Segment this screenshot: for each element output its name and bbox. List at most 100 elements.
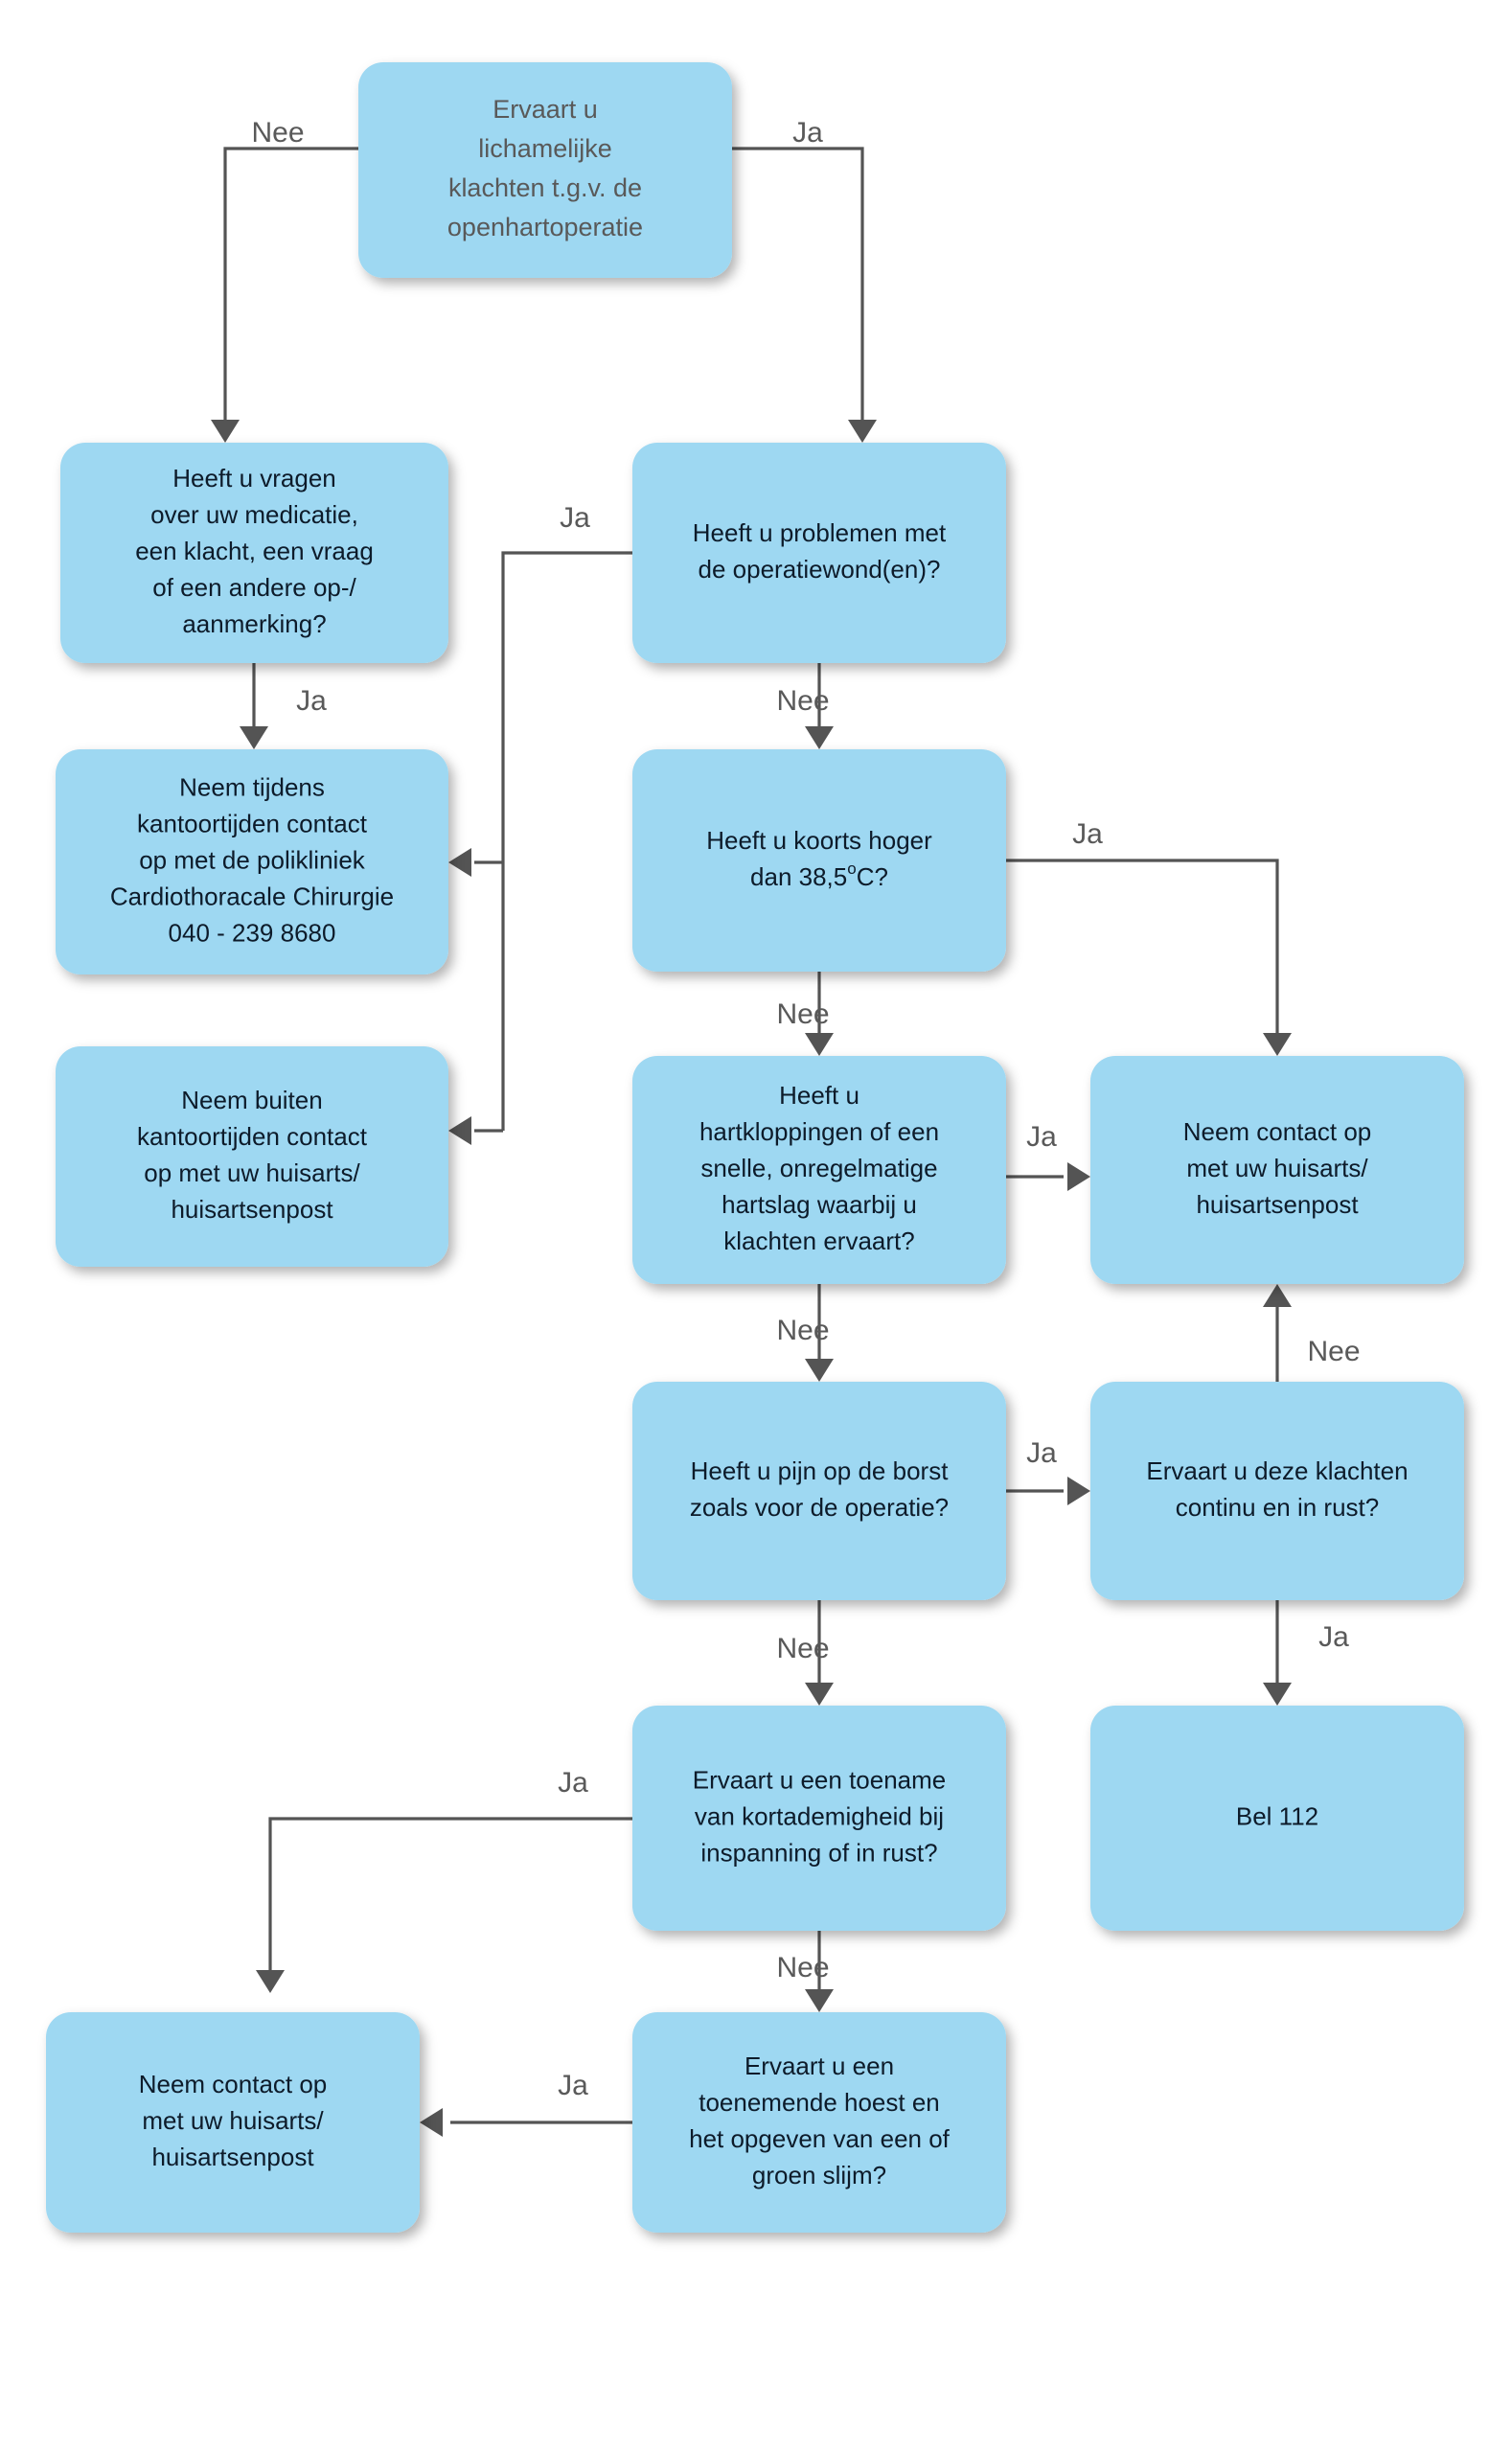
edge-label-continu-ja: Ja (1318, 1621, 1349, 1653)
node-label-line: Neem tijdens (179, 772, 325, 801)
edge-label-kort-nee: Nee (776, 1952, 829, 1983)
node-shape[interactable] (358, 62, 732, 278)
node-label-line: Heeft u pijn op de borst (691, 1456, 950, 1485)
node-shape[interactable] (632, 1382, 1006, 1600)
node-label-line: continu en in rust? (1176, 1493, 1379, 1522)
node-label-line: Bel 112 (1236, 1801, 1318, 1830)
node-label: Bel 112 (1236, 1801, 1318, 1830)
node-shape[interactable] (56, 1046, 448, 1267)
node-label: Neem contact op met uw huisarts/huisartse… (139, 2070, 328, 2171)
edge-label-pijn-nee: Nee (776, 1633, 829, 1664)
edge-arrowhead (448, 848, 471, 877)
node-shape[interactable] (632, 749, 1006, 972)
edge-arrowhead (1067, 1477, 1090, 1505)
edge-arrowhead (805, 1683, 834, 1706)
node-label-line: 040 - 239 8680 (169, 918, 336, 947)
flow-edge (805, 1284, 834, 1382)
edge-label-wond-ja: Ja (560, 502, 590, 534)
edges-layer (211, 147, 1292, 2137)
node-label-line: Heeft u vragen (172, 464, 336, 493)
edge-label-pijn-ja: Ja (1026, 1437, 1057, 1469)
edge-label-hart-ja: Ja (1026, 1121, 1057, 1153)
node-shape[interactable] (632, 2012, 1006, 2233)
edge-label-start-nee: Nee (251, 117, 304, 149)
node-label-line: snelle, onregelmatige (700, 1154, 937, 1182)
flow-edge (240, 663, 268, 749)
edge-arrowhead (1263, 1683, 1292, 1706)
node-label-line: huisartsenpost (151, 2143, 314, 2171)
edge-arrowhead (1263, 1033, 1292, 1056)
node-shape[interactable] (1090, 1706, 1464, 1931)
edge-line (268, 1817, 632, 1972)
flow-edge (448, 848, 503, 877)
node-label-line: met uw huisarts/ (142, 2106, 324, 2135)
edge-line (501, 551, 632, 1131)
node-label-line: huisartsenpost (1196, 1190, 1359, 1219)
edge-arrowhead (805, 726, 834, 749)
flow-node-pijn[interactable]: Heeft u pijn op de borst zoals voor de op… (632, 1382, 1006, 1600)
node-label-line: klachten ervaart? (723, 1226, 914, 1255)
node-label-line: Neem buiten (181, 1086, 322, 1114)
edge-arrowhead (256, 1970, 285, 1993)
node-shape[interactable] (1090, 1056, 1464, 1284)
edge-arrowhead (211, 420, 240, 443)
flow-edge (448, 1116, 503, 1145)
edge-label-kort-ja: Ja (558, 1767, 588, 1799)
edge-line (732, 147, 864, 422)
node-shape[interactable] (1090, 1382, 1464, 1600)
flow-edge (1006, 859, 1292, 1056)
flow-edge (732, 147, 877, 443)
node-label-line: of een andere op-/ (152, 573, 356, 602)
node-shape[interactable] (632, 1056, 1006, 1284)
flow-node-bel112[interactable]: Bel 112 (1090, 1706, 1464, 1931)
node-shape[interactable] (46, 2012, 420, 2233)
node-label-line: lichamelijke (478, 134, 612, 163)
node-label-line: Ervaart u (493, 95, 598, 124)
node-shape[interactable] (56, 749, 448, 974)
node-label-line: zoals voor de operatie? (690, 1493, 949, 1522)
edge-label-vragen-ja: Ja (296, 685, 327, 717)
node-label-line-rest: C? (857, 862, 888, 891)
flow-node-huisarts_onder[interactable]: Neem contact op met uw huisarts/huisartse… (46, 2012, 420, 2233)
node-label-line: groen slijm? (752, 2161, 886, 2189)
flow-edge (1006, 1162, 1090, 1191)
flow-edge (1263, 1600, 1292, 1706)
node-label-line: Neem contact op (139, 2070, 328, 2098)
node-label-line: Cardiothoracale Chirurgie (110, 882, 394, 910)
edge-arrowhead (1067, 1162, 1090, 1191)
node-label-line: op met de polikliniek (139, 845, 366, 874)
node-shape[interactable] (60, 443, 448, 663)
node-label-line: huisartsenpost (171, 1195, 333, 1224)
flow-edge (1006, 1477, 1090, 1505)
edge-label-hoest-ja: Ja (558, 2070, 588, 2101)
edge-label-hart-nee: Nee (776, 1315, 829, 1346)
node-shape[interactable] (632, 1706, 1006, 1931)
node-label: Heeft u pijn op de borst zoals voor de op… (690, 1456, 949, 1522)
node-shape[interactable] (632, 443, 1006, 663)
node-label-line: Ervaart u een (745, 2052, 894, 2080)
degree-icon: o (847, 860, 856, 878)
node-label-line: kantoortijden contact (137, 1122, 368, 1151)
node-label-line: dan 38,5oC? (750, 860, 888, 891)
flow-edge (256, 1817, 632, 1993)
edge-label-continu-nee: Nee (1307, 1336, 1360, 1367)
edge-arrowhead (1263, 1284, 1292, 1307)
